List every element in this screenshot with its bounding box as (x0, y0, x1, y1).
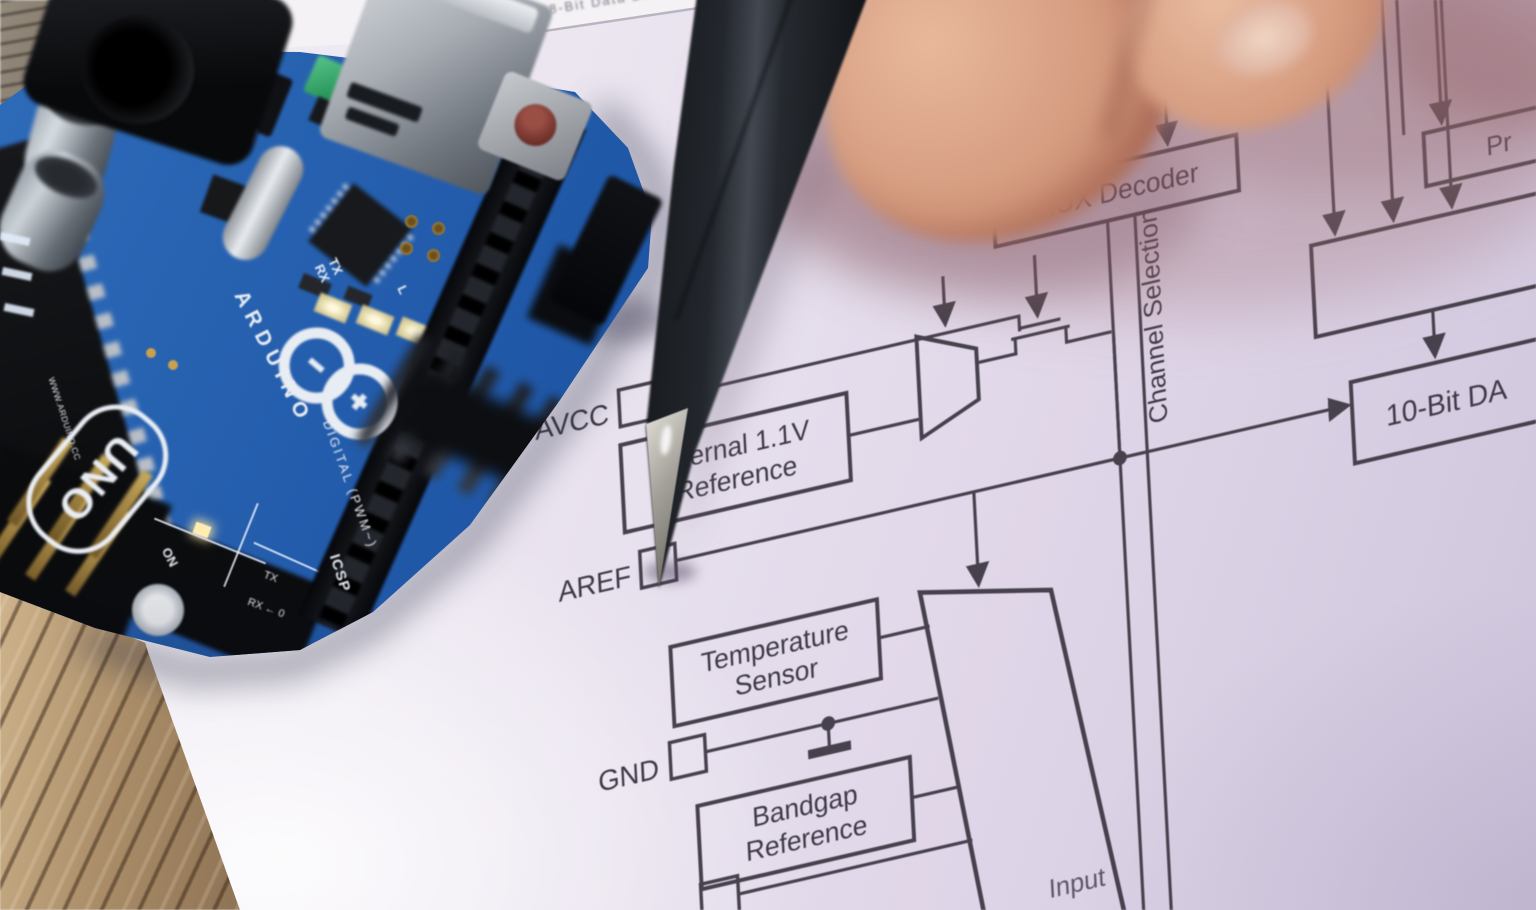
tweezers (646, 0, 867, 588)
